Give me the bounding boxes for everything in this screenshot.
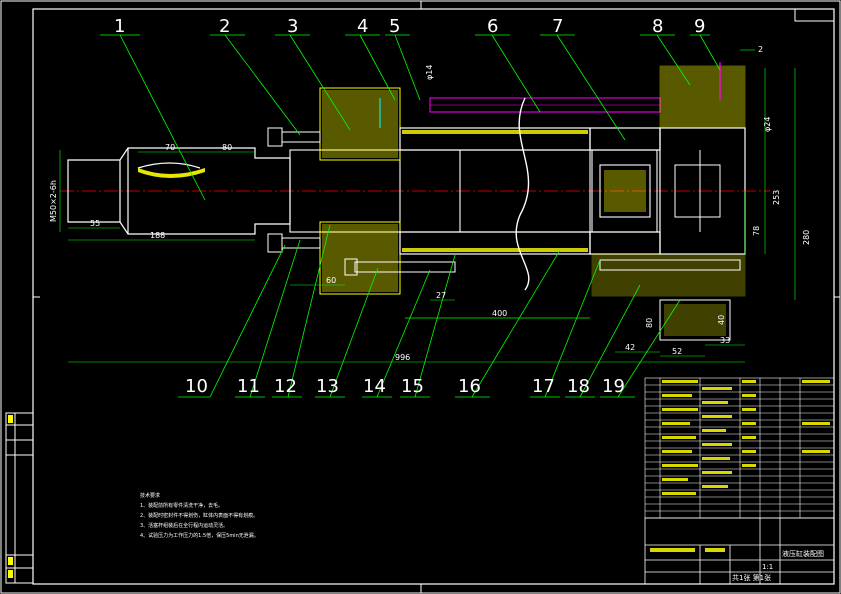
callout-4: 4	[357, 16, 368, 37]
notes-title: 技术要求	[140, 492, 160, 499]
dim-400: 400	[492, 309, 507, 318]
callout-9: 9	[694, 16, 705, 37]
parts-list	[644, 377, 835, 519]
cylinder-barrel	[399, 127, 661, 255]
rear-cover	[591, 65, 746, 297]
callout-12: 12	[274, 376, 297, 397]
dim-thread: M50×2-6h	[49, 180, 58, 222]
dim-280: 280	[802, 230, 811, 245]
dim-33: 33	[720, 336, 730, 345]
dimension-lines	[59, 49, 796, 363]
callout-6: 6	[487, 16, 498, 37]
callout-14: 14	[363, 376, 386, 397]
title-block	[644, 517, 835, 585]
callout-10: 10	[185, 376, 208, 397]
front-cover	[319, 87, 401, 295]
callout-2: 2	[219, 16, 230, 37]
dim-40: 40	[717, 315, 726, 325]
callout-19: 19	[602, 376, 625, 397]
notes-line-2: 2、装配时密封件不得划伤，缸体内表面不得有划痕。	[140, 512, 258, 519]
dim-55: 55	[90, 219, 100, 228]
dim-80b: 80	[645, 318, 654, 328]
piston	[591, 149, 658, 233]
dim-42: 42	[625, 343, 635, 352]
callout-13: 13	[316, 376, 339, 397]
dim-188: 188	[150, 231, 165, 240]
oil-pipe	[429, 97, 661, 113]
dim-78: 78	[752, 226, 761, 236]
notes-line-4: 4、试验压力为工作压力的1.5倍，保压5min无泄漏。	[140, 532, 259, 539]
callout-7: 7	[552, 16, 563, 37]
callout-5: 5	[389, 16, 400, 37]
drawing-scale: 1:1	[762, 563, 773, 571]
leader-lines	[100, 34, 721, 398]
callout-17: 17	[532, 376, 555, 397]
notes-line-3: 3、活塞杆组装后在全行程内运动灵活。	[140, 522, 228, 529]
callout-11: 11	[237, 376, 260, 397]
dim-52: 52	[672, 347, 682, 356]
dim-996: 996	[395, 353, 410, 362]
dim-80: 80	[222, 143, 232, 152]
dim-60: 60	[326, 276, 336, 285]
dim-70: 70	[165, 143, 175, 152]
dim-253: 253	[772, 190, 781, 205]
callout-8: 8	[652, 16, 663, 37]
drawing-name: 液压缸装配图	[782, 549, 824, 558]
notes-line-1: 1、装配前所有零件清洗干净，去毛。	[140, 502, 223, 509]
drawing-sheet: 共1张 第1张	[732, 573, 771, 582]
callout-1: 1	[114, 16, 125, 37]
dim-dia24: φ24	[763, 117, 772, 132]
dim-27: 27	[436, 291, 446, 300]
dim-dia14: φ14	[425, 65, 434, 80]
callout-3: 3	[287, 16, 298, 37]
callout-15: 15	[401, 376, 424, 397]
technical-notes: 技术要求 1、装配前所有零件清洗干净，去毛。 2、装配时密封件不得划伤，缸体内表…	[140, 492, 259, 539]
dim-2: 2	[758, 45, 763, 54]
break-line	[515, 97, 530, 291]
callout-18: 18	[567, 376, 590, 397]
left-binding-strip	[5, 412, 34, 584]
callout-16: 16	[458, 376, 481, 397]
